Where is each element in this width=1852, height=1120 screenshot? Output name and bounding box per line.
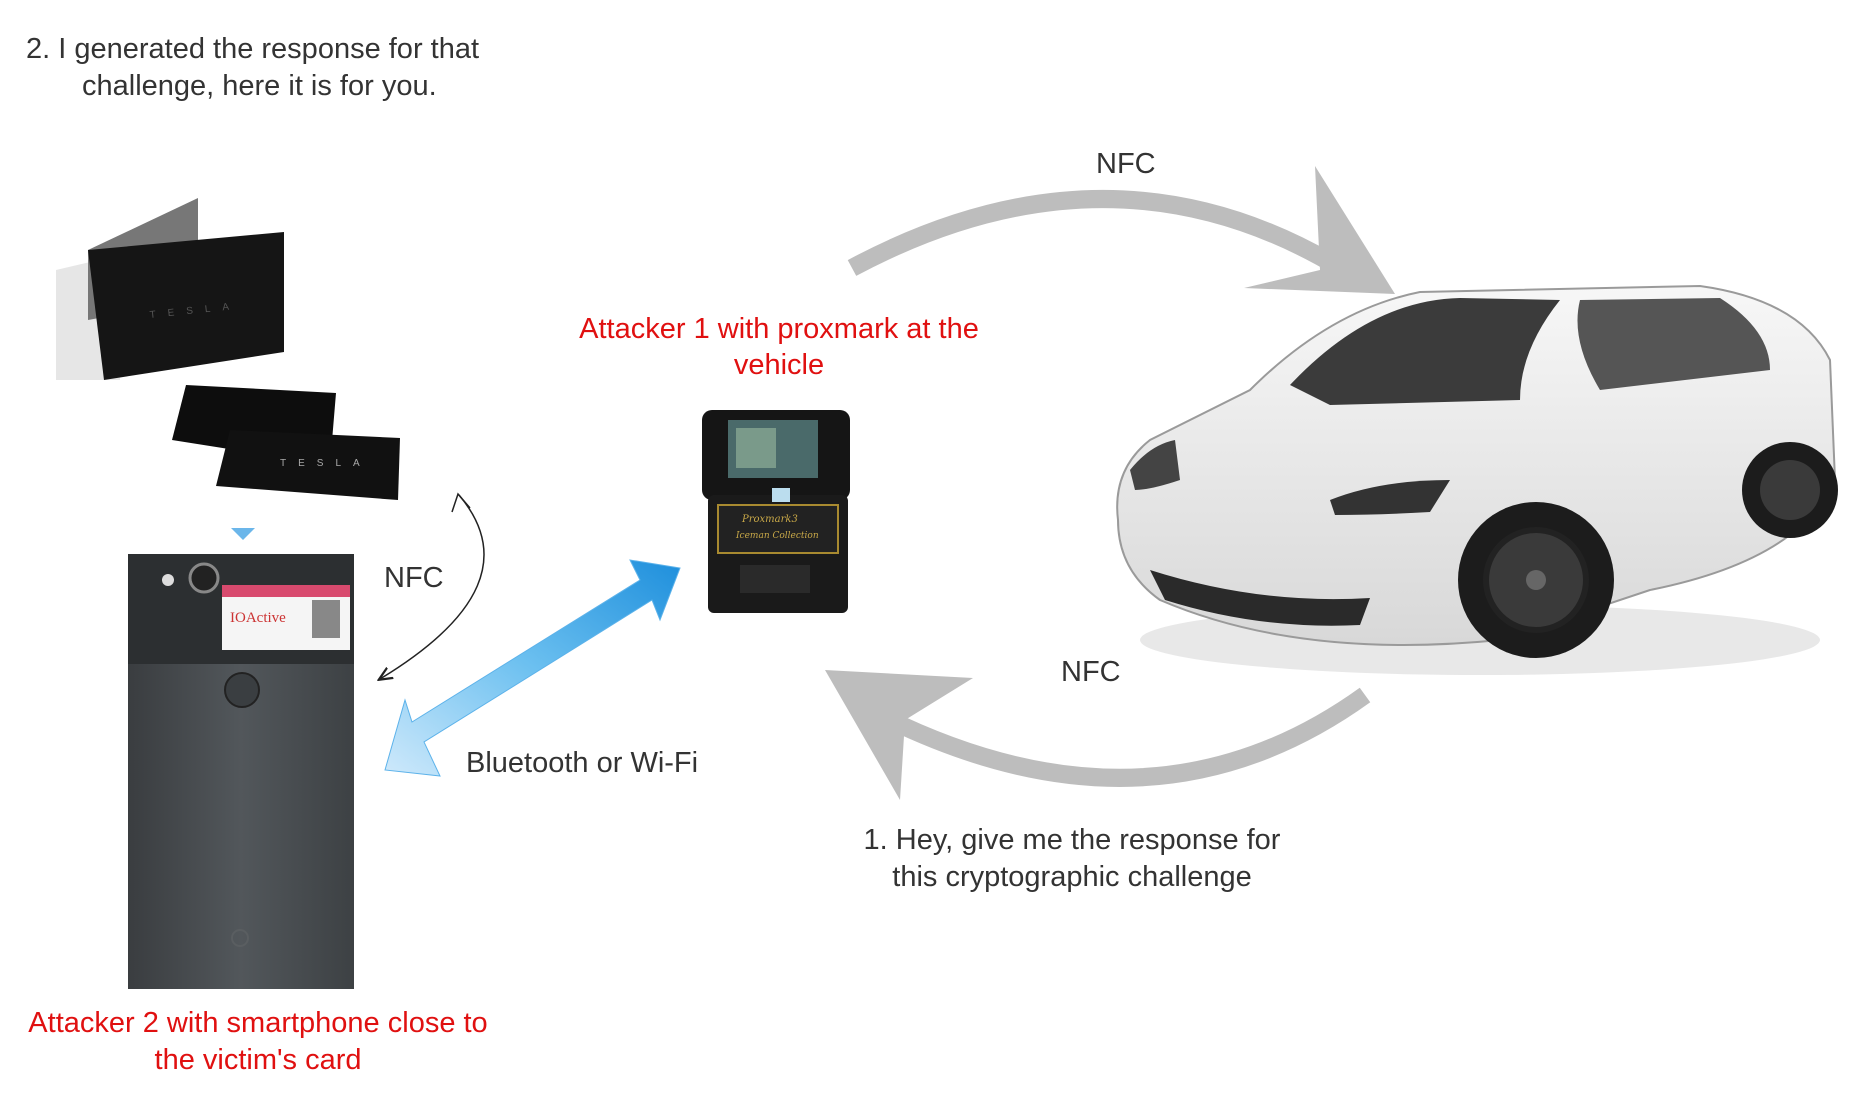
attacker2-label-line2: the victim's card [154,1044,362,1076]
svg-text:Iceman Collection: Iceman Collection [735,531,819,541]
svg-text:Proxmark3: Proxmark3 [741,514,798,525]
nfc-bottom-label: NFC [1061,656,1121,688]
svg-text:TESLA: TESLA [280,458,372,469]
down-triangle-icon [231,528,255,540]
nfc-card-arrowhead [451,492,471,513]
nfc-arrow-from-car [825,670,1371,800]
nfc-card-arrow [380,494,485,679]
attacker1-label-line1: Attacker 1 with proxmark at the [579,313,979,345]
step1-line2: this cryptographic challenge [892,861,1252,893]
step1-line1: 1. Hey, give me the response for [863,824,1281,856]
svg-text:IOActive: IOActive [230,610,286,626]
proxmark-device-image: Proxmark3 Iceman Collection [702,410,850,613]
attacker2-label-line1: Attacker 2 with smartphone close to [28,1007,488,1039]
nfc-card-label: NFC [384,562,444,594]
tesla-card-folder-image: TESLA [56,198,284,380]
step2-line2: challenge, here it is for you. [82,70,437,102]
tesla-key-cards-image: TESLA [172,385,400,500]
attacker1-label-line2: vehicle [733,349,825,381]
smartphone-image: IOActive [128,554,354,989]
nfc-arrow-to-car [847,166,1395,294]
nfc-top-label: NFC [1096,148,1156,180]
tesla-car-image [1116,284,1838,675]
step2-line1: 2. I generated the response for that [26,33,480,65]
bluetooth-wifi-relay-arrow [384,559,681,777]
relay-label: Bluetooth or Wi-Fi [466,747,699,779]
